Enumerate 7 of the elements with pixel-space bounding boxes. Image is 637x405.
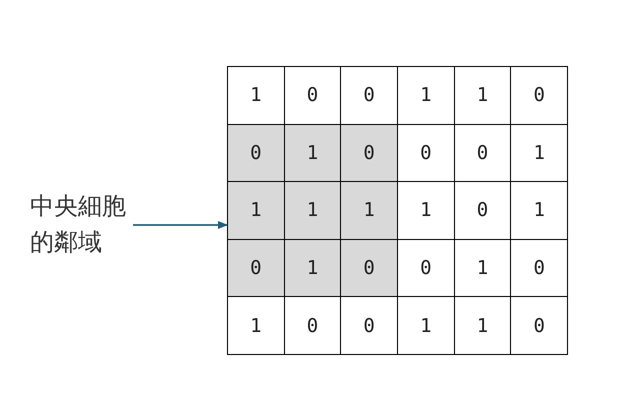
grid-cell: 1 — [227, 66, 285, 125]
caption-text: 中央細胞的鄰域 — [30, 188, 130, 264]
grid-cell: 1 — [227, 296, 285, 355]
arrow — [133, 221, 228, 229]
grid-cell: 0 — [510, 296, 568, 355]
grid-cell: 0 — [510, 66, 568, 125]
neighborhood-region — [227, 124, 397, 296]
